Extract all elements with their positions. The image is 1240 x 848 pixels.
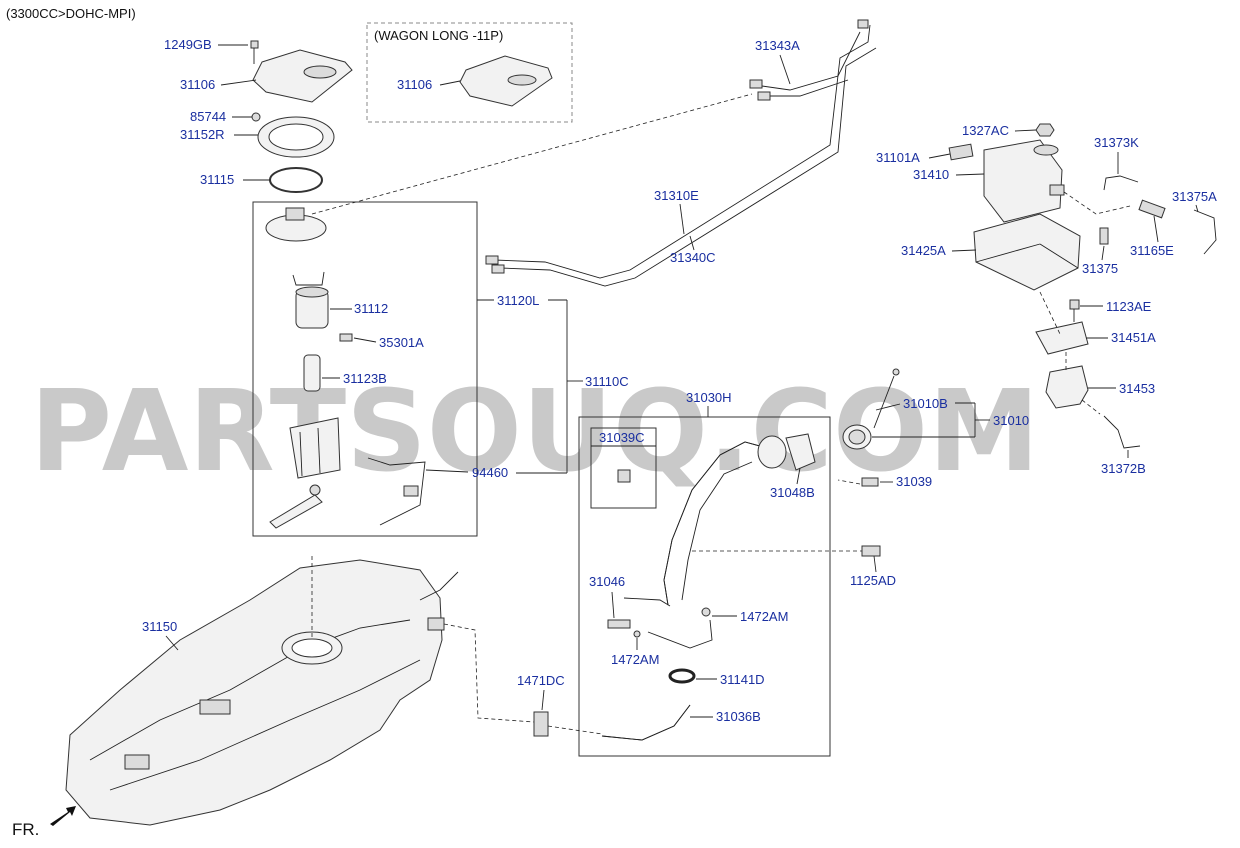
wagon-variant-box <box>366 22 573 123</box>
part-label-31010B[interactable]: 31010B <box>903 396 948 411</box>
part-label-31123B[interactable]: 31123B <box>343 371 387 386</box>
part-label-31152R[interactable]: 31152R <box>180 127 225 142</box>
sub-part-label-31039C[interactable]: 31039C <box>599 430 645 445</box>
part-label-31141D[interactable]: 31141D <box>720 672 765 687</box>
part-label-1472AM-lower[interactable]: 1472AM <box>611 652 659 667</box>
fuel-lines <box>485 19 877 287</box>
part-label-31310E[interactable]: 31310E <box>654 188 699 203</box>
part-label-31150[interactable]: 31150 <box>142 619 177 634</box>
wagon-variant-title: (WAGON LONG -11P) <box>374 28 503 43</box>
part-label-31425A[interactable]: 31425A <box>901 243 946 258</box>
wagon-part-label-31106[interactable]: 31106 <box>397 77 432 92</box>
part-label-31048B[interactable]: 31048B <box>770 485 815 500</box>
part-label-31373K[interactable]: 31373K <box>1094 135 1139 150</box>
part-label-31115[interactable]: 31115 <box>200 172 234 187</box>
part-label-31340C[interactable]: 31340C <box>670 250 716 265</box>
part-label-31120L[interactable]: 31120L <box>497 293 539 308</box>
part-label-31451A[interactable]: 31451A <box>1111 330 1156 345</box>
part-label-1471DC[interactable]: 1471DC <box>517 673 565 688</box>
part-label-31036B[interactable]: 31036B <box>716 709 761 724</box>
part-label-1249GB[interactable]: 1249GB <box>164 37 212 52</box>
part-label-1125AD[interactable]: 1125AD <box>850 573 896 588</box>
part-label-31410[interactable]: 31410 <box>913 167 949 182</box>
front-arrow-icon <box>50 806 76 826</box>
engine-header: (3300CC>DOHC-MPI) <box>6 6 136 21</box>
part-label-31030H[interactable]: 31030H <box>686 390 732 405</box>
canister-group <box>948 123 1217 449</box>
front-direction-label: FR. <box>12 820 39 839</box>
sub-part-box-31039C <box>590 427 657 509</box>
part-label-31165E[interactable]: 31165E <box>1130 243 1174 258</box>
part-label-31453[interactable]: 31453 <box>1119 381 1155 396</box>
part-label-1472AM-upper[interactable]: 1472AM <box>740 609 788 624</box>
part-label-31110C[interactable]: 31110C <box>585 374 629 389</box>
filler-cap-group <box>842 368 900 450</box>
fuel-pump-assembly-box <box>252 201 478 537</box>
part-label-31375A[interactable]: 31375A <box>1172 189 1217 204</box>
part-label-31372B[interactable]: 31372B <box>1101 461 1146 476</box>
part-label-31046[interactable]: 31046 <box>589 574 625 589</box>
fuel-pump-cover-stack <box>250 40 353 193</box>
fuel-pump-module <box>265 207 353 529</box>
fuel-tank <box>65 559 459 826</box>
part-label-35301A[interactable]: 35301A <box>379 335 424 350</box>
part-label-31375[interactable]: 31375 <box>1082 261 1118 276</box>
part-label-31112[interactable]: 31112 <box>354 301 388 316</box>
part-label-31039[interactable]: 31039 <box>896 474 932 489</box>
filler-neck-pipes <box>601 433 816 741</box>
part-label-31343A[interactable]: 31343A <box>755 38 800 53</box>
watermark-text: PARTSOUQ.COM <box>30 367 1040 497</box>
part-label-31101A[interactable]: 31101A <box>876 150 920 165</box>
part-label-85744[interactable]: 85744 <box>190 109 226 124</box>
part-label-1327AC[interactable]: 1327AC <box>962 123 1009 138</box>
part-label-31010[interactable]: 31010 <box>993 413 1029 428</box>
part-label-31106[interactable]: 31106 <box>180 77 215 92</box>
part-label-1123AE[interactable]: 1123AE <box>1106 299 1152 314</box>
filler-neck-box <box>578 416 831 757</box>
part-label-94460[interactable]: 94460 <box>472 465 508 480</box>
